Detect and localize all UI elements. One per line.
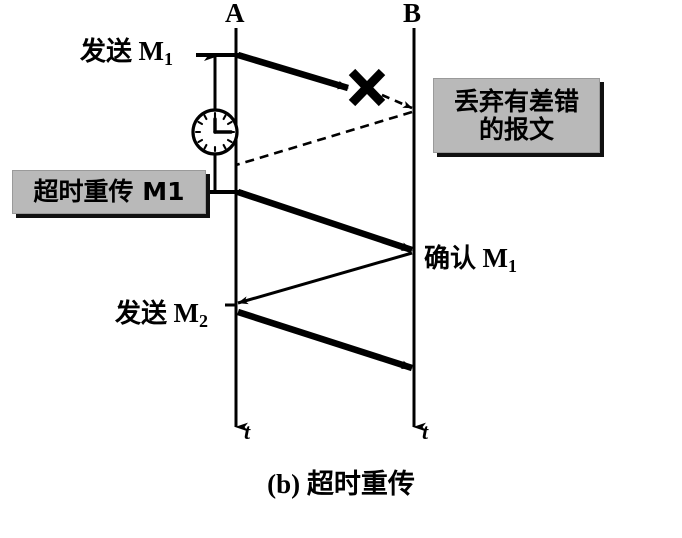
dashed-error-return (235, 110, 413, 167)
box-discard-erroneous-message: 丢弃有差错 的报文 (433, 78, 600, 153)
box-discard-text: 丢弃有差错 的报文 (453, 86, 579, 144)
label-send-m2-m: M (173, 298, 199, 328)
endpoint-label-b: B (403, 0, 422, 28)
time-axis-label-a: t (244, 419, 251, 444)
label-ack-m1-m: M (482, 243, 508, 273)
figure-caption-text: 超时重传 (306, 469, 415, 500)
x-cross-icon (348, 68, 386, 107)
label-send-m2: 发送 M2 (115, 298, 208, 331)
arrow-ack-m1 (237, 251, 413, 305)
label-send-m1-m: M (138, 36, 164, 66)
label-ack-m1-sub: 1 (508, 256, 517, 276)
label-send-m1-cn: 发送 (80, 37, 133, 67)
dashed-lost-continuation (381, 93, 413, 110)
label-send-m2-sub: 2 (199, 311, 208, 331)
box-discard-line2: 的报文 (478, 114, 554, 144)
label-ack-m1: 确认 M1 (424, 243, 517, 276)
label-retransmit-cn: 超时重传 (33, 177, 134, 206)
figure-caption: (b) 超时重传 (0, 462, 682, 501)
label-retransmit-sub: 1 (167, 177, 185, 206)
label-retransmit-m: M (142, 177, 168, 206)
label-ack-m1-cn: 确认 (424, 244, 477, 274)
clock-icon (191, 108, 239, 156)
box-timeout-retransmit-m1: 超时重传 M1 (12, 170, 206, 214)
time-axis-label-b: t (422, 419, 429, 444)
figure-caption-prefix: (b) (267, 469, 301, 499)
endpoint-label-a: A (225, 0, 245, 28)
arrow-send-m1 (237, 51, 349, 92)
label-send-m1: 发送 M1 (80, 36, 173, 69)
label-send-m2-cn: 发送 (115, 299, 168, 329)
box-discard-line1: 丢弃有差错 (453, 86, 579, 116)
label-send-m1-sub: 1 (164, 49, 173, 69)
arrow-retransmit-m1 (236, 188, 414, 254)
box-timeout-retransmit-m1-text: 超时重传 M1 (33, 178, 184, 206)
arrow-send-m2 (237, 308, 413, 372)
